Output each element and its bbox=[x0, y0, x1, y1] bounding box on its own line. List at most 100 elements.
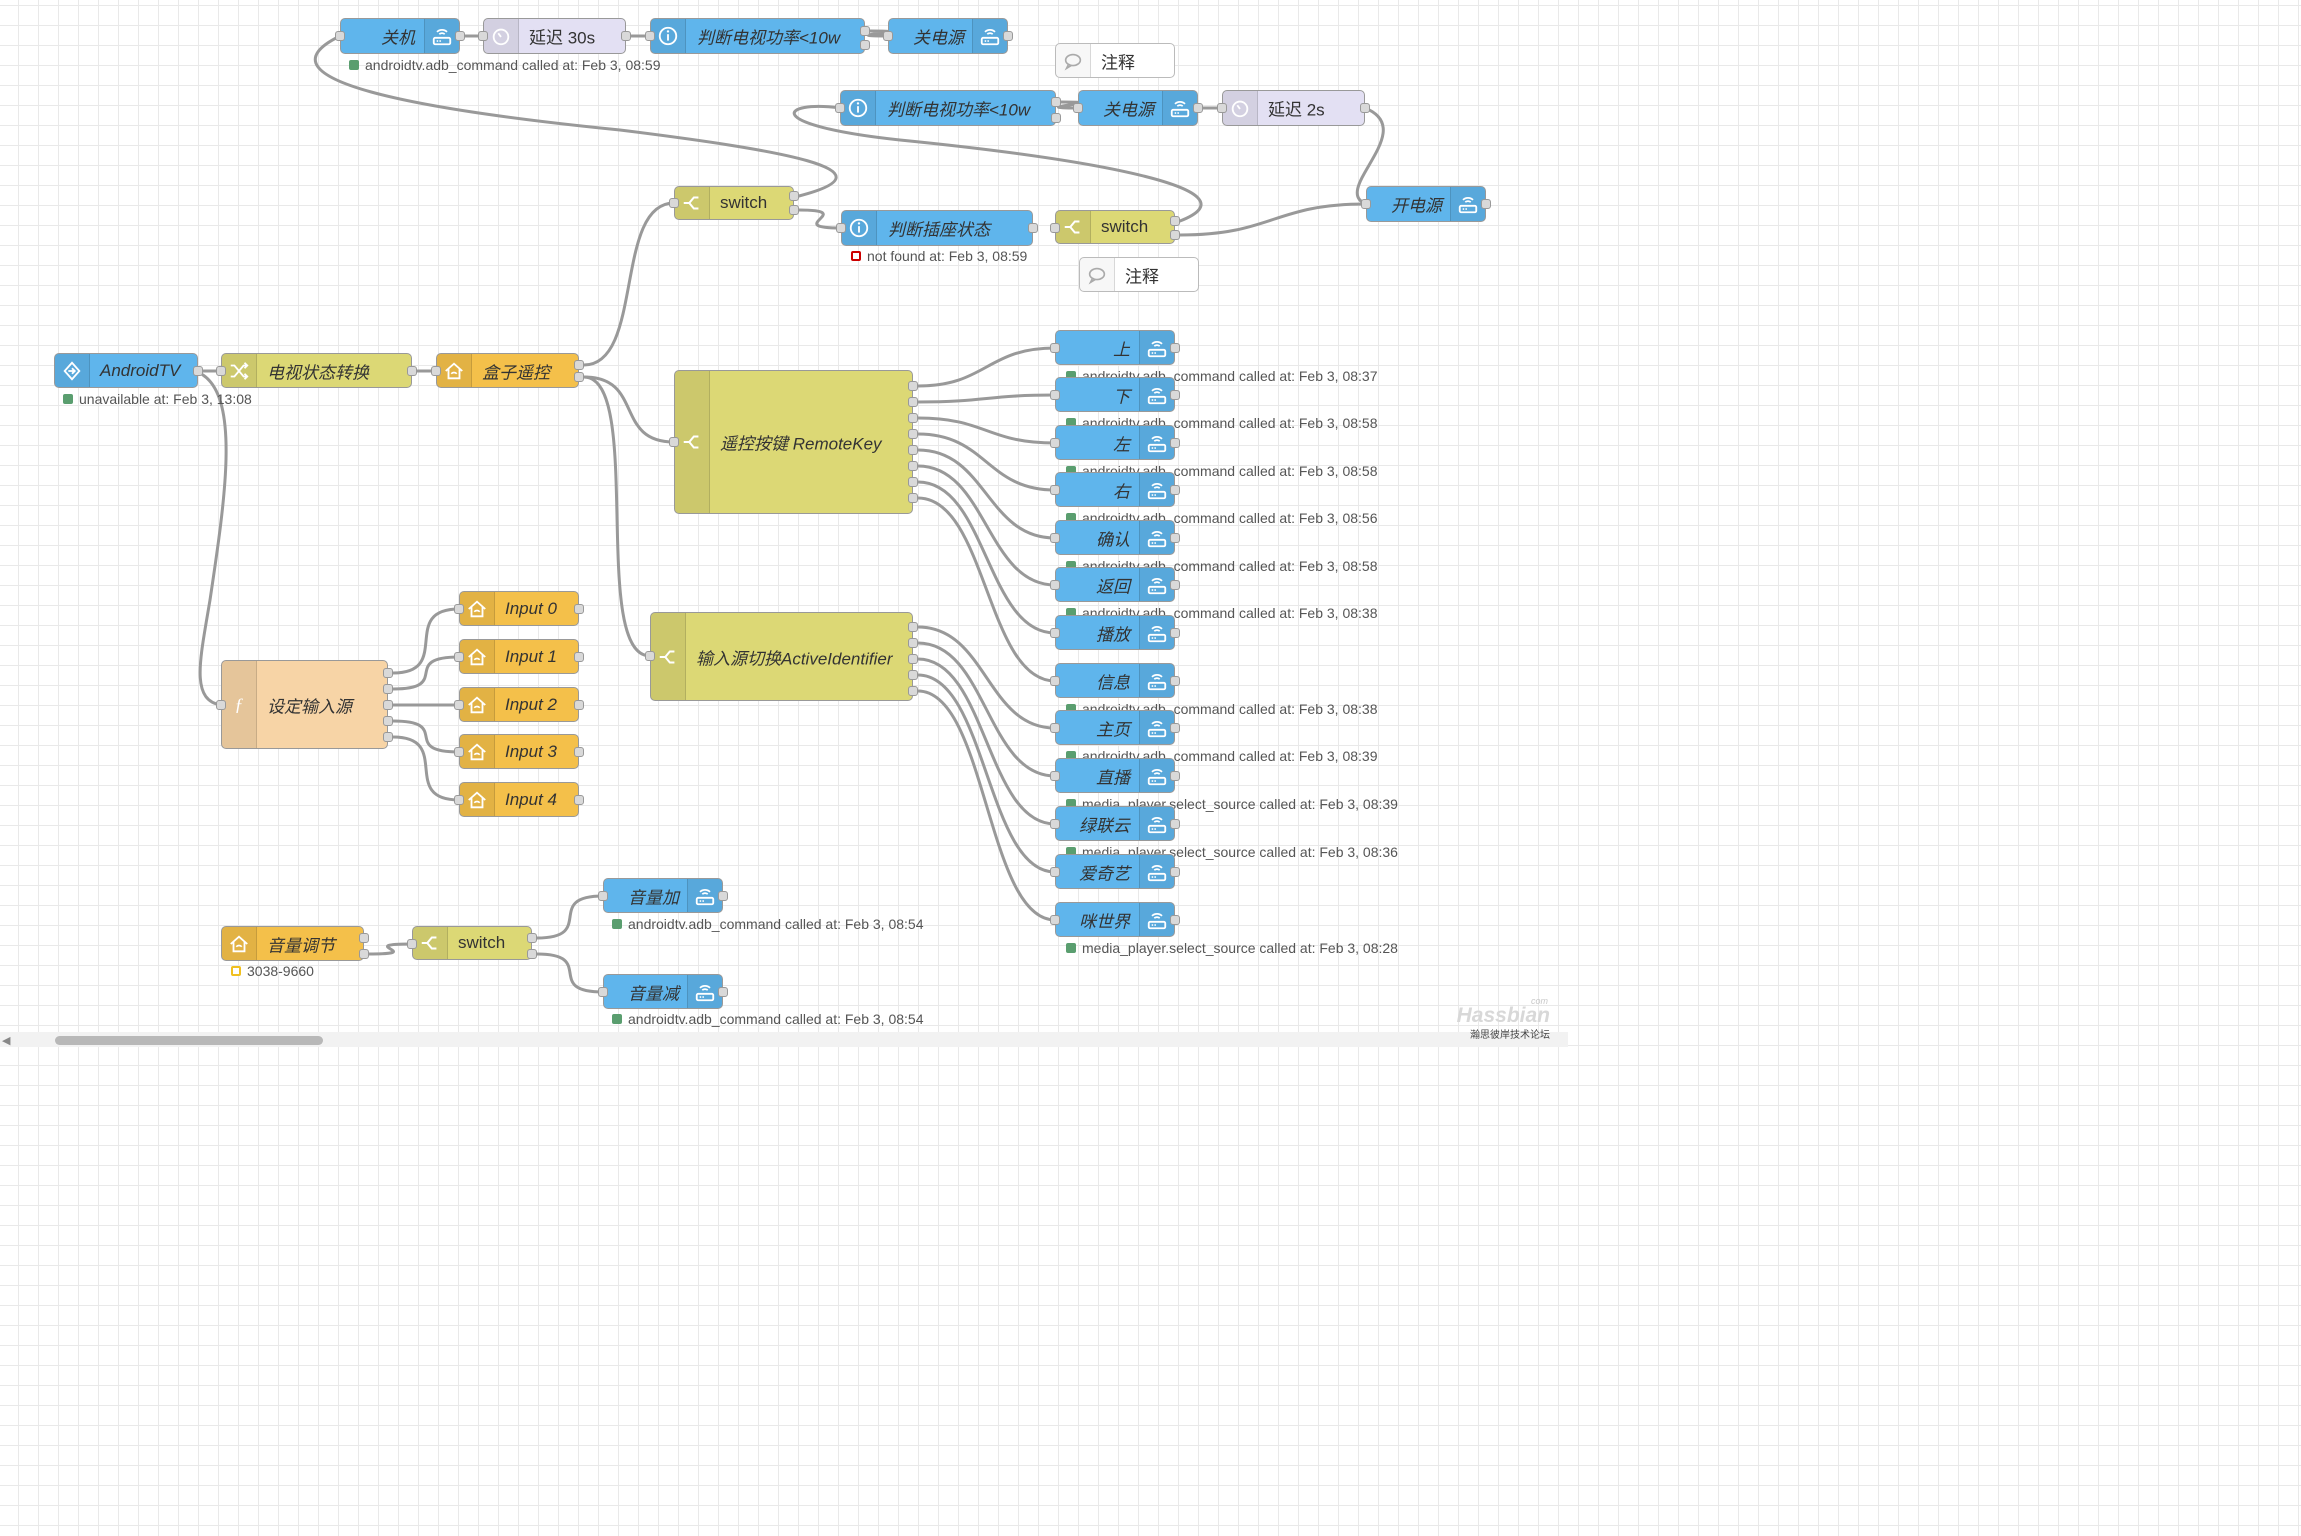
node-port[interactable] bbox=[359, 949, 369, 959]
node-port[interactable] bbox=[1193, 103, 1203, 113]
node-port[interactable] bbox=[1050, 676, 1060, 686]
node-port[interactable] bbox=[908, 461, 918, 471]
androidtv-events-node[interactable]: AndroidTV bbox=[54, 353, 198, 388]
node-port[interactable] bbox=[1028, 223, 1038, 233]
node-port[interactable] bbox=[908, 654, 918, 664]
key-1-action-node[interactable]: 下 bbox=[1055, 377, 1175, 412]
node-port[interactable] bbox=[1170, 580, 1180, 590]
node-port[interactable] bbox=[1050, 343, 1060, 353]
node-port[interactable] bbox=[454, 795, 464, 805]
node-port[interactable] bbox=[598, 987, 608, 997]
key-7-action-node[interactable]: 信息 bbox=[1055, 663, 1175, 698]
node-port[interactable] bbox=[1050, 819, 1060, 829]
node-port[interactable] bbox=[718, 987, 728, 997]
node-port[interactable] bbox=[1050, 390, 1060, 400]
node-port[interactable] bbox=[383, 716, 393, 726]
check-tv-power-node[interactable]: 判断电视功率<10w bbox=[840, 90, 1056, 126]
node-port[interactable] bbox=[431, 366, 441, 376]
node-port[interactable] bbox=[407, 366, 417, 376]
node-port[interactable] bbox=[908, 493, 918, 503]
node-port[interactable] bbox=[1050, 771, 1060, 781]
volume-down-node[interactable]: 音量减 bbox=[603, 974, 723, 1009]
input-source-switch-node[interactable]: 输入源切换ActiveIdentifier bbox=[650, 612, 913, 701]
node-port[interactable] bbox=[908, 638, 918, 648]
node-port[interactable] bbox=[908, 477, 918, 487]
node-port[interactable] bbox=[574, 795, 584, 805]
key-5-action-node[interactable]: 返回 bbox=[1055, 567, 1175, 602]
node-port[interactable] bbox=[1170, 230, 1180, 240]
node-port[interactable] bbox=[789, 205, 799, 215]
key-9-action-node[interactable]: 直播 bbox=[1055, 758, 1175, 793]
node-port[interactable] bbox=[908, 445, 918, 455]
node-port[interactable] bbox=[669, 437, 679, 447]
node-port[interactable] bbox=[1170, 867, 1180, 877]
node-port[interactable] bbox=[383, 668, 393, 678]
node-port[interactable] bbox=[1170, 533, 1180, 543]
node-port[interactable] bbox=[1003, 31, 1013, 41]
key-11-action-node[interactable]: 爱奇艺 bbox=[1055, 854, 1175, 889]
key-0-action-node[interactable]: 上 bbox=[1055, 330, 1175, 365]
node-port[interactable] bbox=[908, 397, 918, 407]
node-port[interactable] bbox=[1050, 533, 1060, 543]
node-port[interactable] bbox=[908, 381, 918, 391]
node-port[interactable] bbox=[1050, 867, 1060, 877]
node-port[interactable] bbox=[1050, 723, 1060, 733]
check-socket-node[interactable]: 判断插座状态 bbox=[841, 210, 1033, 246]
delay-30s-node[interactable]: 延迟 30s bbox=[483, 18, 626, 54]
node-port[interactable] bbox=[1170, 343, 1180, 353]
scroll-left-arrow-icon[interactable]: ◀ bbox=[2, 1035, 11, 1047]
switch-node[interactable]: switch bbox=[674, 186, 794, 220]
node-port[interactable] bbox=[1170, 216, 1180, 226]
node-port[interactable] bbox=[527, 949, 537, 959]
node-port[interactable] bbox=[359, 933, 369, 943]
node-port[interactable] bbox=[908, 413, 918, 423]
node-port[interactable] bbox=[1073, 103, 1083, 113]
node-port[interactable] bbox=[1170, 819, 1180, 829]
node-port[interactable] bbox=[454, 604, 464, 614]
node-port[interactable] bbox=[1050, 580, 1060, 590]
node-port[interactable] bbox=[527, 933, 537, 943]
node-port[interactable] bbox=[1360, 103, 1370, 113]
node-port[interactable] bbox=[1170, 676, 1180, 686]
node-port[interactable] bbox=[574, 652, 584, 662]
node-port[interactable] bbox=[645, 651, 655, 661]
node-port[interactable] bbox=[216, 700, 226, 710]
node-port[interactable] bbox=[860, 26, 870, 36]
node-port[interactable] bbox=[836, 223, 846, 233]
node-port[interactable] bbox=[718, 891, 728, 901]
node-port[interactable] bbox=[1051, 97, 1061, 107]
input-1-homekit-node[interactable]: Input 1 bbox=[459, 639, 579, 674]
volume-up-node[interactable]: 音量加 bbox=[603, 878, 723, 913]
node-port[interactable] bbox=[574, 360, 584, 370]
input-3-homekit-node[interactable]: Input 3 bbox=[459, 734, 579, 769]
comment-node[interactable]: 注释 bbox=[1055, 43, 1175, 78]
input-0-homekit-node[interactable]: Input 0 bbox=[459, 591, 579, 626]
node-port[interactable] bbox=[216, 366, 226, 376]
node-port[interactable] bbox=[1170, 723, 1180, 733]
node-port[interactable] bbox=[835, 103, 845, 113]
node-port[interactable] bbox=[454, 652, 464, 662]
key-2-action-node[interactable]: 左 bbox=[1055, 425, 1175, 460]
node-port[interactable] bbox=[645, 31, 655, 41]
key-4-action-node[interactable]: 确认 bbox=[1055, 520, 1175, 555]
node-port[interactable] bbox=[1170, 628, 1180, 638]
node-port[interactable] bbox=[574, 700, 584, 710]
power-off-node[interactable]: 关电源 bbox=[1078, 90, 1198, 126]
node-port[interactable] bbox=[1170, 771, 1180, 781]
switch-node[interactable]: switch bbox=[1055, 210, 1175, 244]
delay-2s-node[interactable]: 延迟 2s bbox=[1222, 90, 1365, 126]
node-port[interactable] bbox=[455, 31, 465, 41]
node-port[interactable] bbox=[789, 191, 799, 201]
shutdown-node[interactable]: 关机 bbox=[340, 18, 460, 54]
node-port[interactable] bbox=[383, 732, 393, 742]
input-2-homekit-node[interactable]: Input 2 bbox=[459, 687, 579, 722]
key-3-action-node[interactable]: 右 bbox=[1055, 472, 1175, 507]
node-port[interactable] bbox=[860, 40, 870, 50]
node-port[interactable] bbox=[1170, 915, 1180, 925]
key-12-action-node[interactable]: 咪世界 bbox=[1055, 902, 1175, 937]
power-on-node[interactable]: 开电源 bbox=[1366, 186, 1486, 222]
node-port[interactable] bbox=[383, 700, 393, 710]
remote-key-switch-node[interactable]: 遥控按键 RemoteKey bbox=[674, 370, 913, 514]
switch-node[interactable]: switch bbox=[412, 926, 532, 960]
node-port[interactable] bbox=[669, 198, 679, 208]
